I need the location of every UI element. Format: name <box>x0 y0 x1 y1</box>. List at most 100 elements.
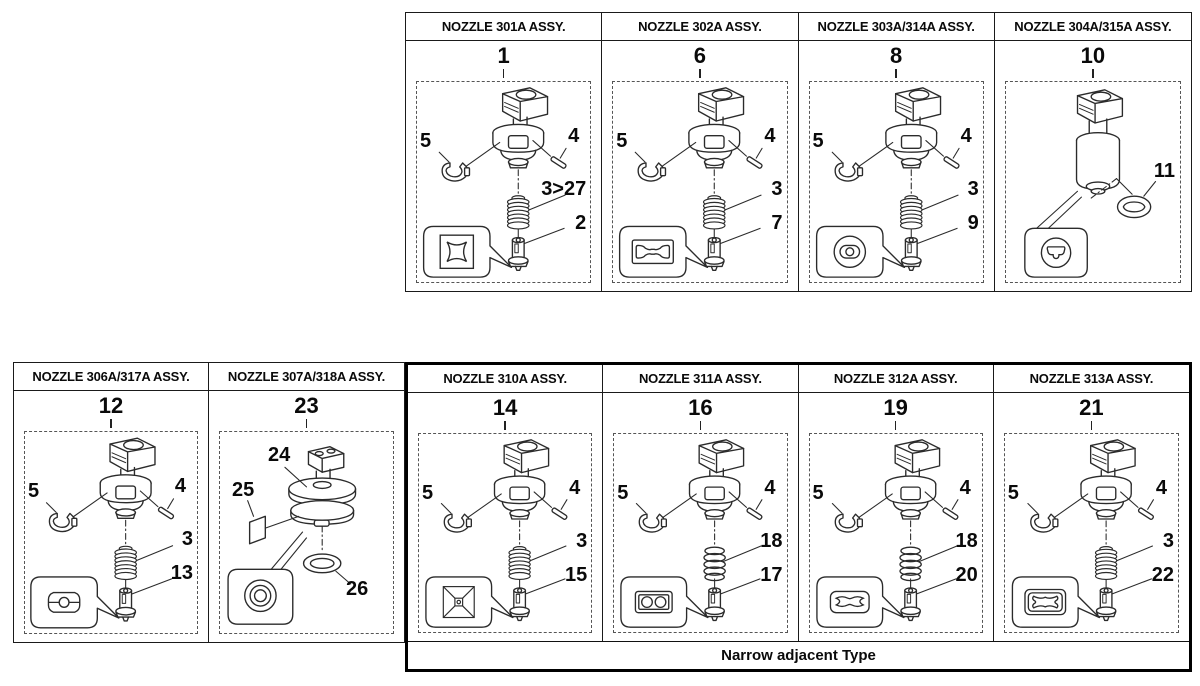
panel-main-number: 6 <box>693 43 706 68</box>
panel-main-number: 1 <box>497 43 510 68</box>
part-label-tip: 13 <box>170 562 193 584</box>
spring <box>114 545 137 581</box>
panel-title-bar: NOZZLE 301A ASSY. <box>406 13 602 41</box>
spring <box>703 546 727 582</box>
part-label-pin: 4 <box>569 477 581 499</box>
assembly-body <box>1023 89 1156 278</box>
assembly-drawing <box>227 446 357 625</box>
panel-title-bar: NOZZLE 303A/314A ASSY. <box>798 13 994 41</box>
part-label-spring: 3 <box>1162 530 1174 552</box>
part-label-tip: 9 <box>967 212 979 234</box>
part-label-tip: 15 <box>565 564 588 586</box>
panel-main-number: 12 <box>98 393 124 418</box>
part-label-pin: 4 <box>1155 477 1167 499</box>
part-label-spring: 18 <box>955 530 978 552</box>
top-row: NOZZLE 301A ASSY. 1 5 4 3>27 2 NOZZLE 302A … <box>405 12 1192 292</box>
number-leader-line <box>699 69 701 78</box>
part-label-clip: 5 <box>1007 482 1019 504</box>
panel-main-number: 10 <box>1080 43 1106 68</box>
part-label-pin: 4 <box>764 477 776 499</box>
panel-title: NOZZLE 312A ASSY. <box>833 371 958 386</box>
part-label-pin: 4 <box>764 125 776 147</box>
part-label-clip: 5 <box>812 130 824 152</box>
panel-title: NOZZLE 306A/317A ASSY. <box>32 369 190 384</box>
number-leader-line <box>1092 69 1094 78</box>
part-label-spring: 3 <box>771 178 783 200</box>
assembly-body <box>815 87 960 278</box>
part-label-spring: 3 <box>576 530 588 552</box>
panel-title-bar: NOZZLE 304A/315A ASSY. <box>994 13 1191 41</box>
number-leader-line <box>894 421 897 430</box>
panel-title-bar: NOZZLE 307A/318A ASSY. <box>209 363 404 391</box>
panel-title-bar: NOZZLE 310A ASSY. <box>408 365 603 393</box>
spring <box>898 546 922 582</box>
part-label-tip: 2 <box>575 212 587 234</box>
number-leader-line <box>305 419 308 428</box>
part-label-p26: 26 <box>346 578 369 600</box>
panel-main-number: 16 <box>688 395 713 420</box>
panel-313A: NOZZLE 313A ASSY. 21 5 4 3 22 <box>993 365 1189 641</box>
part-label-tip: 7 <box>771 212 783 234</box>
narrow-group-label: Narrow adjacent Type <box>721 646 876 664</box>
part-label-spring: 3>27 <box>541 178 587 200</box>
panel-title: NOZZLE 301A ASSY. <box>441 19 566 34</box>
number-leader-line <box>502 69 505 78</box>
assembly-body <box>619 87 764 278</box>
number-leader-line <box>1090 421 1093 430</box>
part-label-tip: 22 <box>1151 564 1174 586</box>
panel-main-number: 21 <box>1079 395 1104 420</box>
assembly-drawing <box>30 437 175 629</box>
part-label-clip: 5 <box>812 482 824 504</box>
panel-main-number: 8 <box>890 43 903 68</box>
assembly-drawing <box>425 439 569 628</box>
assembly-box: 11 <box>1004 81 1181 283</box>
panel-title: NOZZLE 307A/318A ASSY. <box>227 369 386 384</box>
part-label-clip: 5 <box>28 480 40 502</box>
assembly-body <box>425 439 569 628</box>
panel-title-bar: NOZZLE 311A ASSY. <box>603 365 798 393</box>
assembly-drawing <box>1011 439 1155 628</box>
spring <box>506 195 530 230</box>
panel-title: NOZZLE 310A ASSY. <box>443 371 567 386</box>
assembly-drawing <box>619 87 764 278</box>
panel-title-bar: NOZZLE 313A ASSY. <box>993 365 1189 393</box>
spring <box>1094 546 1118 581</box>
spring <box>508 546 531 581</box>
panel-title: NOZZLE 303A/314A ASSY. <box>817 19 975 34</box>
part-label-clip: 5 <box>420 130 432 152</box>
part-label-clip: 5 <box>422 482 434 504</box>
assembly-box: 5 4 3 15 <box>418 433 593 633</box>
panel-title: NOZZLE 313A ASSY. <box>1029 371 1154 386</box>
spring <box>703 195 726 230</box>
narrow-group-footer: Narrow adjacent Type <box>408 642 1189 668</box>
panel-main-number: 19 <box>883 395 908 420</box>
part-label-pin: 4 <box>174 475 186 497</box>
assembly-body <box>30 437 175 629</box>
number-leader-line <box>110 419 112 428</box>
part-label-tip: 20 <box>955 564 978 586</box>
assembly-drawing <box>815 87 960 278</box>
panel-304A-315A: NOZZLE 304A/315A ASSY. 10 11 <box>994 13 1191 291</box>
panel-main-number: 23 <box>294 393 319 418</box>
number-leader-line <box>895 69 897 78</box>
panel-title: NOZZLE 311A ASSY. <box>638 371 762 386</box>
panel-title: NOZZLE 302A ASSY. <box>638 19 762 34</box>
spring <box>899 195 923 230</box>
part-label-tip: 17 <box>760 564 783 586</box>
number-leader-line <box>504 421 506 430</box>
